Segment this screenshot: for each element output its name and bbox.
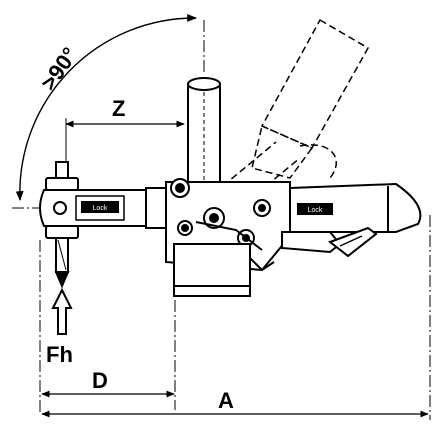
z-label: Z [112,96,125,121]
svg-text:Lock: Lock [308,207,323,214]
force-label: Fh [46,342,73,367]
brand-plate-arm [81,201,119,213]
force-arrow [51,287,73,335]
clamp-arm: Lock [39,187,169,229]
base-plate [173,243,251,297]
vertical-handle [187,77,221,185]
center-lines [12,20,431,420]
upper-nut [45,177,79,191]
horizontal-handle: Lock [281,182,422,258]
release-lever [327,226,378,258]
brand-plate-handle [297,203,333,215]
angle-label: >90° [36,43,83,95]
angle-arc [15,14,197,201]
svg-text:Lock: Lock [93,205,108,212]
d-label: D [92,368,108,393]
lower-nut [45,225,79,239]
a-label: A [218,388,234,413]
